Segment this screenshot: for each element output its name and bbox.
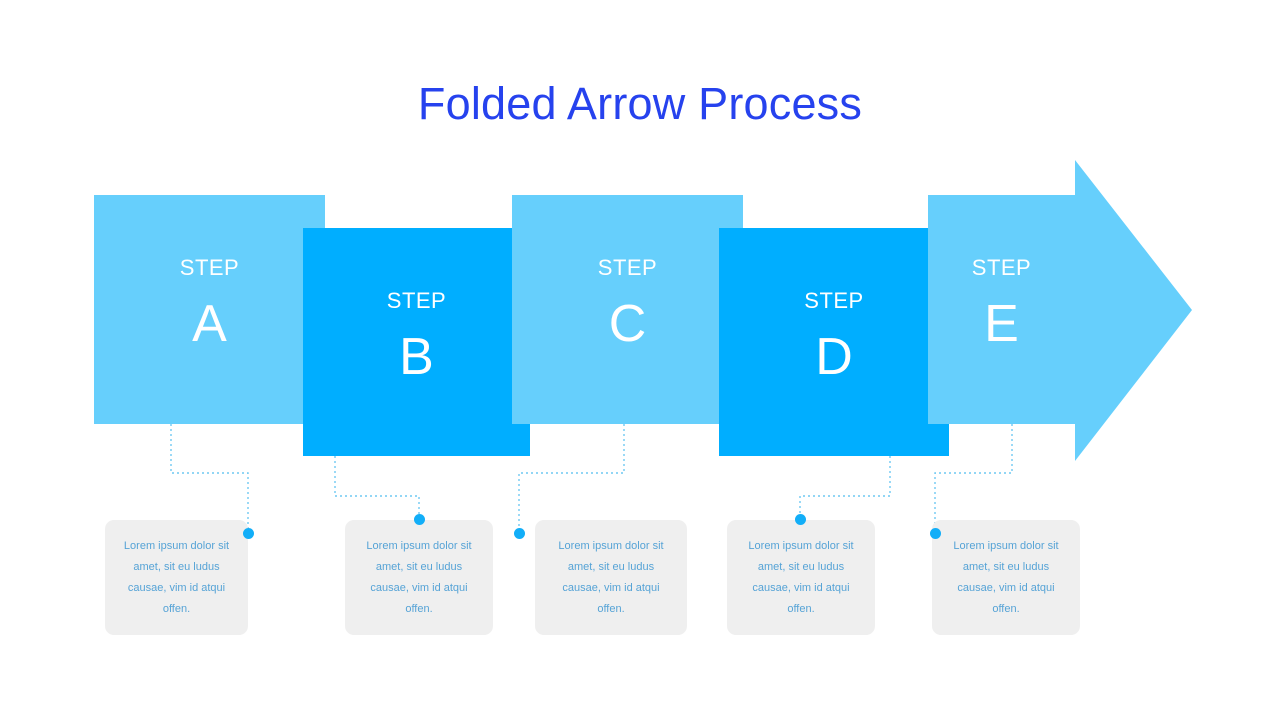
step-a-letter: A: [192, 295, 227, 353]
step-block-c[interactable]: STEP C: [512, 195, 743, 424]
step-block-d[interactable]: STEP D: [719, 228, 949, 456]
caption-text-e: Lorem ipsum dolor sit amet, sit eu ludus…: [953, 539, 1059, 615]
caption-text-a: Lorem ipsum dolor sit amet, sit eu ludus…: [123, 539, 230, 615]
connector-dot-a: [243, 528, 254, 539]
page-title: Folded Arrow Process: [417, 78, 863, 129]
caption-text-c: Lorem ipsum dolor sit amet, sit eu ludus…: [558, 539, 664, 615]
caption-card-e[interactable]: Lorem ipsum dolor sit amet, sit eu ludus…: [932, 520, 1080, 635]
connector-dot-b: [414, 514, 425, 525]
connector-dot-d: [795, 514, 806, 525]
caption-card-b[interactable]: Lorem ipsum dolor sit amet, sit eu ludus…: [345, 520, 493, 635]
step-b-label: STEP: [386, 288, 447, 313]
caption-card-c[interactable]: Lorem ipsum dolor sit amet, sit eu ludus…: [535, 520, 687, 635]
step-a-label: STEP: [179, 255, 240, 280]
step-c-letter: C: [608, 295, 647, 353]
step-d-letter: D: [815, 328, 853, 386]
step-e-label: STEP: [971, 255, 1032, 280]
caption-card-a[interactable]: Lorem ipsum dolor sit amet, sit eu ludus…: [105, 520, 248, 635]
connector-path-d: [799, 456, 891, 519]
connector-dot-c: [514, 528, 525, 539]
step-block-a[interactable]: STEP A: [94, 195, 325, 424]
caption-text-b: Lorem ipsum dolor sit amet, sit eu ludus…: [366, 539, 472, 615]
connector-path-c: [518, 424, 625, 533]
caption-card-d[interactable]: Lorem ipsum dolor sit amet, sit eu ludus…: [727, 520, 875, 635]
connector-dot-e: [930, 528, 941, 539]
step-e-letter: E: [984, 295, 1019, 353]
step-b-letter: B: [399, 328, 434, 386]
step-block-e[interactable]: STEP E: [928, 195, 1075, 424]
caption-text-d: Lorem ipsum dolor sit amet, sit eu ludus…: [748, 539, 854, 615]
connector-path-a: [170, 424, 249, 533]
step-d-label: STEP: [804, 288, 864, 313]
connector-path-b: [334, 456, 420, 519]
step-block-b[interactable]: STEP B: [303, 228, 530, 456]
step-c-label: STEP: [597, 255, 658, 280]
